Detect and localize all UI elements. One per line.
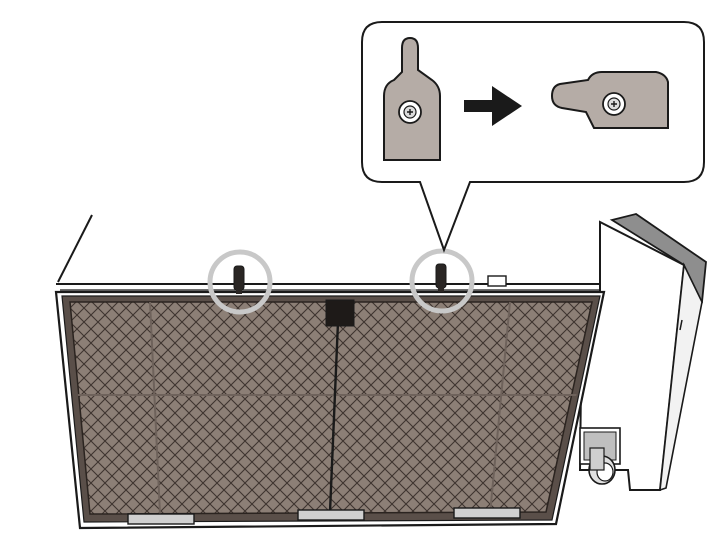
unit-right-side-panel-face xyxy=(659,262,703,492)
filter-bottom-tab-left xyxy=(127,513,195,525)
drain-port xyxy=(579,427,621,485)
filter-ribs xyxy=(78,301,585,515)
latch-rotated-illustration xyxy=(550,71,669,129)
filter-center-divider xyxy=(328,321,340,513)
latch-highlight-right xyxy=(409,248,475,314)
filter-bottom-tab-right xyxy=(453,507,521,519)
latch-upright-illustration xyxy=(383,36,441,161)
filter-bottom-tab-center xyxy=(297,509,365,521)
right-arrow-icon xyxy=(464,86,522,126)
callout-bubble xyxy=(361,21,705,253)
air-filter xyxy=(54,290,606,530)
unit-right-side-mark xyxy=(679,319,683,331)
latch-highlight-left xyxy=(207,249,273,315)
top-right-clip xyxy=(487,275,507,287)
filter-center-tab xyxy=(325,299,355,327)
latch-icon xyxy=(435,263,447,289)
latch-icon xyxy=(233,265,245,291)
unit-body xyxy=(56,213,707,492)
unit-left-edge xyxy=(57,214,93,283)
